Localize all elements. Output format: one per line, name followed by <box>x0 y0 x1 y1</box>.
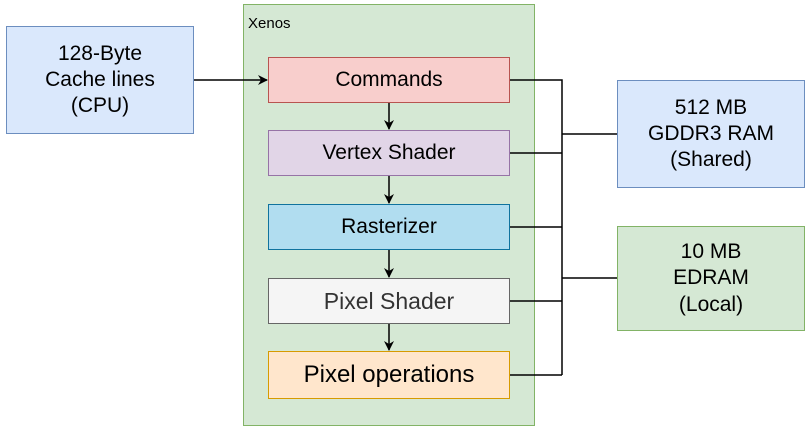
cpu-cache-lines-label: 128-Byte Cache lines (CPU) <box>45 41 155 118</box>
xenos-label: Xenos <box>248 15 291 32</box>
pixel-shader-box: Pixel Shader <box>268 278 510 324</box>
edram-box: 10 MB EDRAM (Local) <box>617 226 805 331</box>
pixel-operations-label: Pixel operations <box>303 361 475 388</box>
rasterizer-box: Rasterizer <box>268 204 510 250</box>
gddr3-ram-label: 512 MB GDDR3 RAM (Shared) <box>647 95 774 172</box>
pixel-operations-box: Pixel operations <box>268 351 510 399</box>
edram-label: 10 MB EDRAM (Local) <box>673 240 749 316</box>
vertex-shader-label: Vertex Shader <box>322 140 456 164</box>
cpu-cache-lines-box: 128-Byte Cache lines (CPU) <box>6 26 194 134</box>
commands-box: Commands <box>268 57 510 103</box>
rasterizer-label: Rasterizer <box>341 214 437 238</box>
gddr3-ram-box: 512 MB GDDR3 RAM (Shared) <box>617 80 805 188</box>
vertex-shader-box: Vertex Shader <box>268 130 510 176</box>
commands-label: Commands <box>335 67 443 91</box>
pixel-shader-label: Pixel Shader <box>323 287 455 314</box>
